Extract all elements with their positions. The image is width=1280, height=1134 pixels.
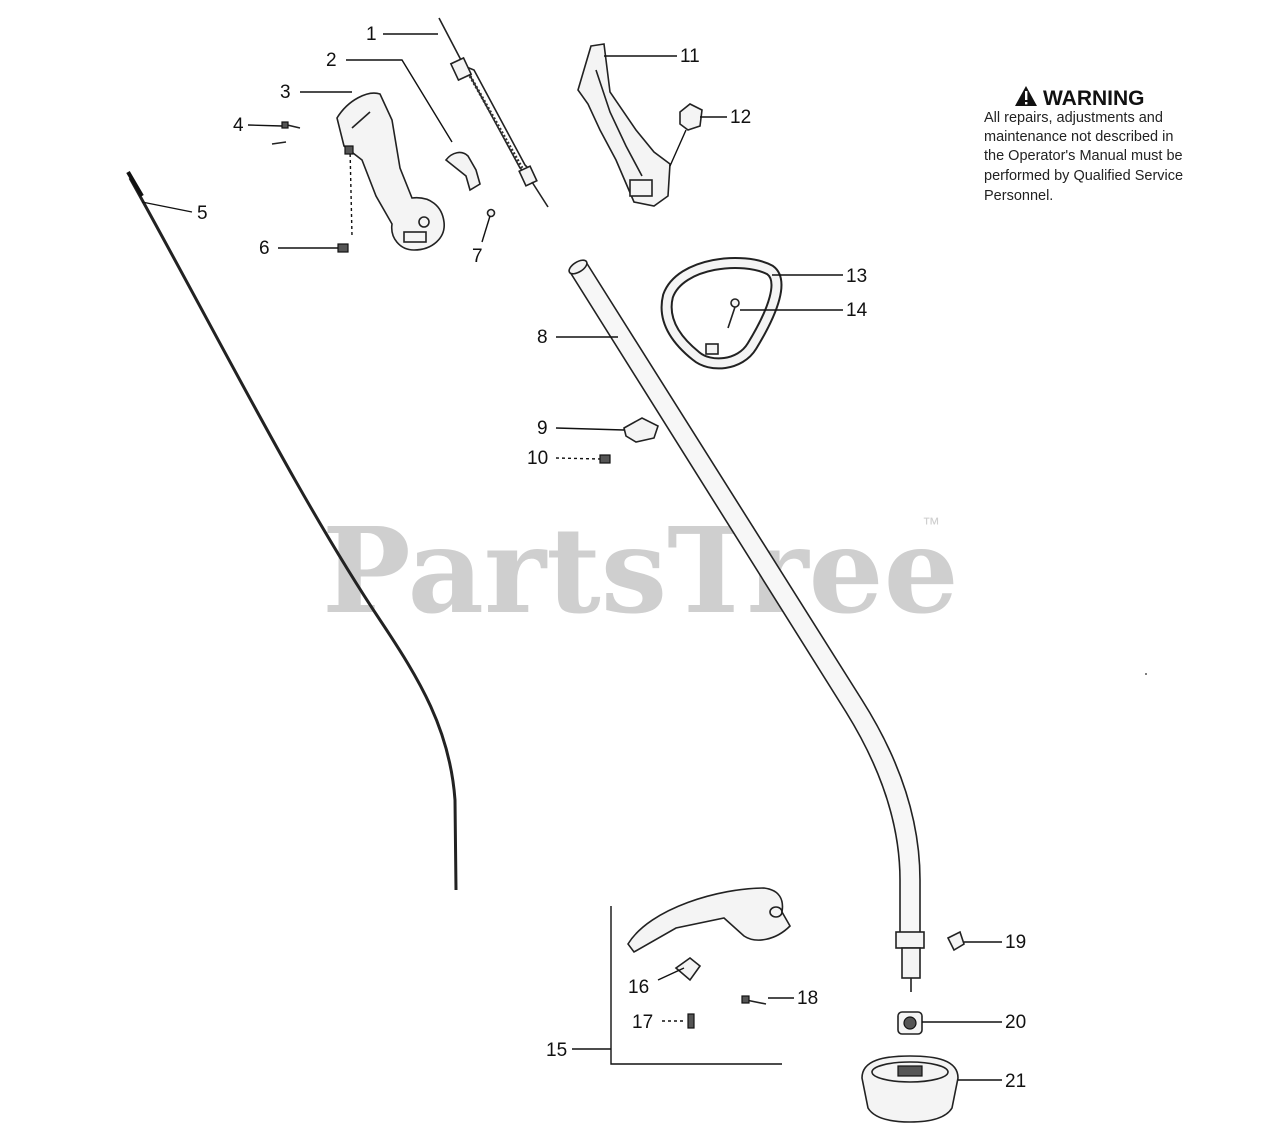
- callout-14: 14: [846, 300, 868, 321]
- part-3-handle-housing: [336, 92, 445, 251]
- watermark-text: PartsTree: [322, 501, 959, 640]
- part-1-throttle-cable: [438, 17, 549, 208]
- callout-16: 16: [628, 977, 649, 998]
- callout-13: 13: [846, 266, 867, 287]
- callout-1: 1: [366, 24, 377, 45]
- callout-7: 7: [472, 246, 483, 267]
- part-10-screw: [599, 454, 611, 464]
- part-6-screw: [337, 145, 354, 253]
- warning-block: WARNING All repairs, adjustments and mai…: [984, 86, 1183, 204]
- callout-3: 3: [280, 82, 291, 103]
- warning-triangle-icon: [1015, 86, 1037, 106]
- callout-15: 15: [546, 1040, 567, 1061]
- callout-2: 2: [326, 50, 337, 71]
- part-18-screw: [741, 995, 767, 1005]
- part-21-trimmer-head: [861, 1055, 959, 1123]
- callout-4: 4: [233, 115, 244, 136]
- part-19-clip: [946, 930, 965, 952]
- part-11-engine-housing: [577, 43, 671, 207]
- callouts: 1 2 3 4 5 6 7 8 9 10 11 12 13 14 15 16: [141, 24, 1026, 1092]
- part-4-screw: [271, 121, 301, 145]
- warning-line-3: the Operator's Manual must be: [984, 148, 1183, 164]
- callout-17: 17: [632, 1012, 653, 1033]
- part-14-bolt: [727, 298, 740, 329]
- warning-line-1: All repairs, adjustments and: [984, 110, 1163, 126]
- callout-11: 11: [680, 46, 700, 67]
- callout-19: 19: [1005, 932, 1026, 953]
- callout-20: 20: [1005, 1012, 1026, 1033]
- part-9-clamp: [623, 417, 659, 443]
- warning-title: WARNING: [1043, 87, 1145, 110]
- part-16-line-cutter-blade: [674, 956, 702, 982]
- part-7-pin: [486, 208, 496, 218]
- callout-9: 9: [537, 418, 548, 439]
- part-20-spool-nut: [897, 1011, 923, 1035]
- callout-12: 12: [730, 107, 751, 128]
- part-5-drive-shaft: [128, 177, 458, 891]
- callout-10: 10: [527, 448, 548, 469]
- part-17-screw: [687, 1013, 695, 1029]
- part-15-guard-assembly: [610, 887, 791, 1065]
- callout-6: 6: [259, 238, 270, 259]
- part-12-nut: [679, 103, 703, 131]
- shaft-head-fitting: [895, 931, 925, 992]
- warning-line-4: performed by Qualified Service: [984, 168, 1183, 184]
- warning-line-2: maintenance not described in: [984, 129, 1173, 145]
- trademark-symbol: ™: [922, 514, 940, 534]
- part-5-shaft-tip: [126, 170, 144, 198]
- part-15-guard: [627, 887, 791, 954]
- callout-5: 5: [197, 203, 208, 224]
- stray-dot: [1145, 673, 1147, 675]
- warning-line-5: Personnel.: [984, 188, 1053, 204]
- part-13-loop-handle: [660, 256, 783, 370]
- callout-18: 18: [797, 988, 818, 1009]
- part-8-tube-end: [568, 259, 588, 275]
- callout-21: 21: [1005, 1071, 1026, 1092]
- part-2-throttle-trigger: [444, 151, 481, 192]
- callout-8: 8: [537, 327, 548, 348]
